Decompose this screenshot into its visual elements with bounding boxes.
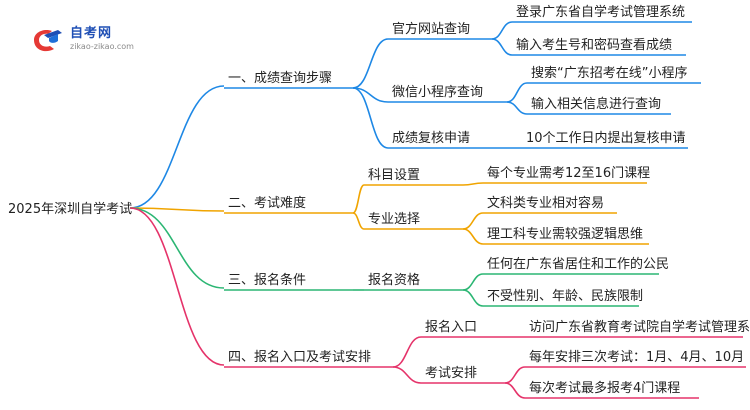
leaf-topic[interactable]: 输入相关信息进行查询 — [531, 96, 661, 112]
subtopic[interactable]: 考试安排 — [425, 366, 477, 381]
leaf-connector — [504, 366, 526, 384]
logo-graduation-cap-icon — [34, 30, 62, 52]
root-topic[interactable]: 2025年深圳自学考试 — [8, 201, 132, 217]
branch-connector — [129, 85, 225, 209]
leaf-topic[interactable]: 搜索“广东招考在线”小程序 — [531, 66, 687, 81]
leaf-topic[interactable]: 文科类专业相对容易 — [487, 195, 604, 211]
subtopic-connector — [352, 184, 365, 214]
leaf-topic[interactable]: 理工科专业需较强逻辑思维 — [487, 227, 643, 242]
branch-topic[interactable]: 三、报名条件 — [228, 272, 306, 288]
subtopic[interactable]: 报名资格 — [368, 272, 420, 288]
branch-connector — [129, 207, 225, 212]
leaf-connector — [462, 182, 484, 186]
branch-connector — [129, 207, 225, 289]
branch-topic[interactable]: 二、考试难度 — [228, 195, 306, 211]
subtopic[interactable]: 专业选择 — [368, 212, 420, 227]
leaf-topic[interactable]: 输入考生号和密码查看成绩 — [516, 37, 672, 53]
leaf-topic[interactable]: 任何在广东省居住和工作的公民 — [487, 256, 669, 272]
leaf-topic[interactable]: 每次考试最多报考4门课程 — [529, 380, 680, 396]
subtopic-connector — [352, 87, 389, 149]
leaf-connector — [491, 38, 513, 56]
subtopic-connector — [352, 212, 365, 230]
branch-topic[interactable]: 四、报名入口及考试安排 — [228, 349, 371, 365]
subtopic-connector — [352, 38, 389, 89]
leaf-connector — [462, 289, 484, 307]
leaf-topic[interactable]: 登录广东省自学考试管理系统 — [516, 4, 685, 20]
leaf-connector — [491, 21, 513, 40]
site-logo[interactable]: 自考网 zikao-zikao.com — [30, 22, 140, 58]
leaf-connector — [504, 382, 526, 399]
leaf-connector — [506, 101, 528, 115]
leaf-topic[interactable]: 每个专业需考12至16门课程 — [487, 165, 650, 181]
subtopic[interactable]: 科目设置 — [368, 168, 420, 183]
logo-subtitle: zikao-zikao.com — [70, 42, 134, 51]
leaf-connector — [462, 212, 484, 230]
leaf-connector — [462, 273, 484, 291]
subtopic[interactable]: 报名入口 — [425, 319, 477, 335]
subtopic[interactable]: 成绩复核申请 — [392, 131, 470, 146]
subtopic-connector — [392, 336, 422, 368]
subtopic-connector — [392, 366, 422, 384]
subtopic[interactable]: 官方网站查询 — [392, 21, 470, 37]
branch-connector — [129, 207, 225, 366]
logo-title: 自考网 — [70, 26, 113, 41]
leaf-topic[interactable]: 10个工作日内提出复核申请 — [526, 130, 686, 146]
leaf-connector — [506, 82, 528, 103]
leaf-connector — [462, 228, 484, 245]
leaf-topic[interactable]: 访问广东省教育考试院自学考试管理系统 — [529, 319, 750, 335]
leaf-topic[interactable]: 不受性别、年龄、民族限制 — [487, 288, 643, 304]
branch-topic[interactable]: 一、成绩查询步骤 — [228, 71, 332, 86]
subtopic[interactable]: 微信小程序查询 — [392, 85, 483, 100]
leaf-topic[interactable]: 每年安排三次考试：1月、4月、10月 — [529, 349, 744, 365]
